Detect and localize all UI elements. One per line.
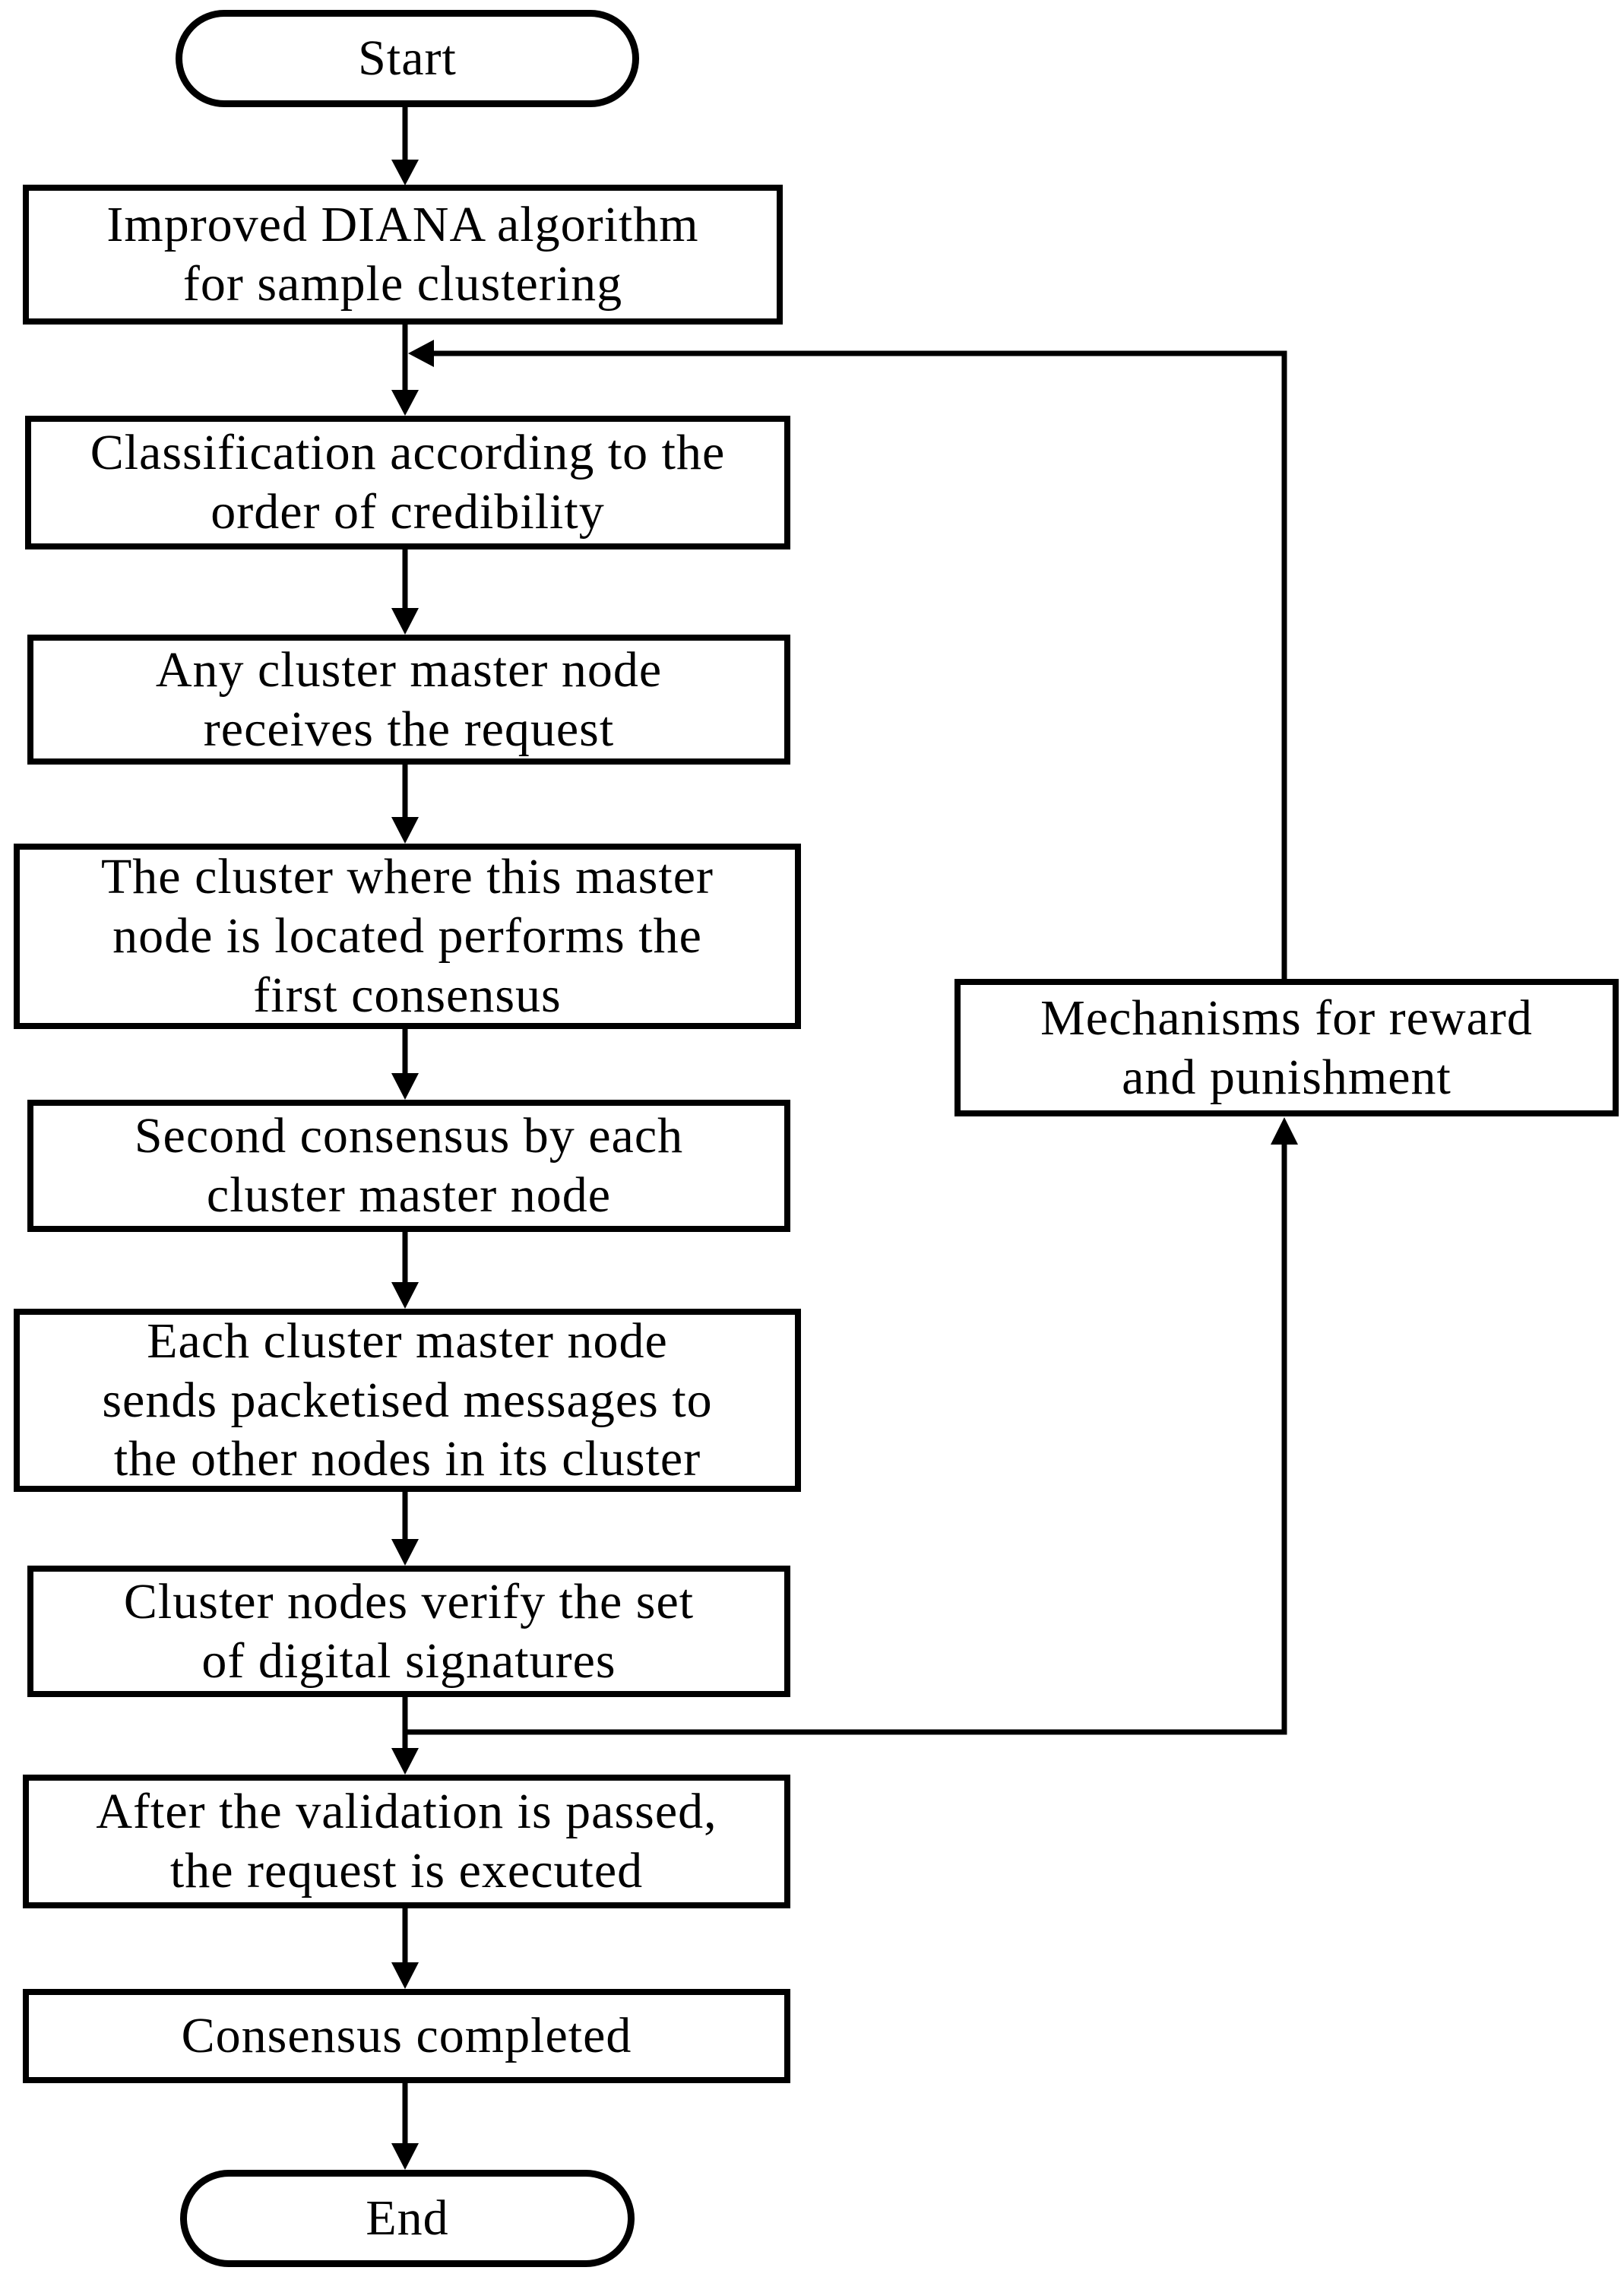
process-execute-request: After the validation is passed, the requ…: [23, 1775, 790, 1908]
process-first-consensus: The cluster where this master node is lo…: [14, 844, 801, 1029]
connector-second-consensus-to-send: [391, 1231, 419, 1309]
connector-verify-to-execute: [391, 1696, 419, 1775]
connector-execute-to-completed: [391, 1908, 419, 1989]
connector-classification-to-receive: [391, 549, 419, 635]
process-send-messages: Each cluster master node sends packetise…: [14, 1309, 801, 1492]
connector-completed-to-end: [391, 2082, 419, 2170]
process-reward-punishment: Mechanisms for reward and punishment: [954, 979, 1619, 1116]
connector-receive-to-first-consensus: [391, 764, 419, 844]
process-classification: Classification according to the order of…: [25, 416, 790, 549]
connector-send-to-verify: [391, 1491, 419, 1566]
connector-reward-feedback-to-spine: [408, 340, 1287, 979]
end-terminator: End: [180, 2170, 635, 2267]
connector-branch-to-reward: [405, 1117, 1298, 1735]
process-improved-diana: Improved DIANA algorithm for sample clus…: [23, 185, 783, 325]
start-terminator: Start: [176, 10, 639, 107]
process-consensus-completed: Consensus completed: [23, 1989, 790, 2083]
process-verify-signatures: Cluster nodes verify the set of digital …: [27, 1566, 790, 1697]
process-second-consensus: Second consensus by each cluster master …: [27, 1100, 790, 1232]
process-receive-request: Any cluster master node receives the req…: [27, 635, 790, 765]
connector-first-to-second-consensus: [391, 1028, 419, 1100]
connector-diana-to-classification: [391, 323, 419, 416]
connector-start-to-diana: [391, 106, 419, 185]
